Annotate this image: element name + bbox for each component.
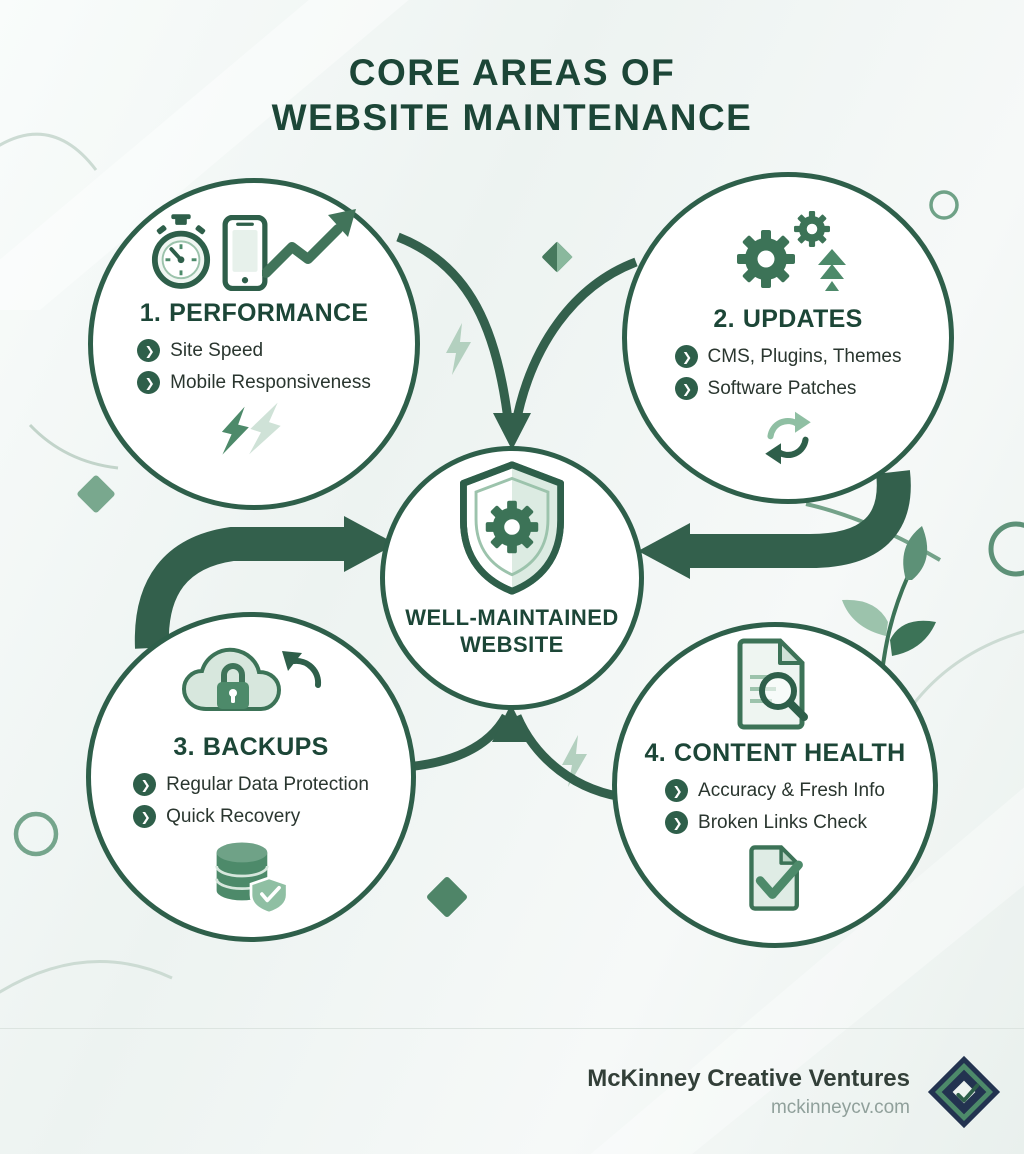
content-health-footer-icon — [746, 844, 804, 917]
decor-curve — [0, 960, 173, 994]
shield-gear-icon — [460, 461, 564, 595]
list-item-text: Site Speed — [170, 339, 264, 361]
performance-icons — [150, 207, 358, 291]
chevron-bullet-icon: ❯ — [137, 371, 161, 394]
center-label-line-2: WEBSITE — [460, 631, 564, 657]
chevron-bullet-icon: ❯ — [665, 811, 689, 834]
list-item: ❯ Mobile Responsiveness — [137, 371, 371, 394]
database-shield-icon — [215, 842, 289, 915]
list-item: ❯ Accuracy & Fresh Info — [665, 779, 885, 802]
chevron-bullet-icon: ❯ — [133, 773, 157, 796]
list-item: ❯ Quick Recovery — [133, 805, 300, 828]
content-health-number: 4. — [644, 739, 666, 767]
content-health-title: 4.CONTENT HEALTH — [645, 739, 906, 768]
content-health-node: 4.CONTENT HEALTH ❯ Accuracy & Fresh Info… — [612, 622, 938, 948]
stopwatch-icon — [151, 214, 211, 289]
smartphone-icon — [222, 215, 268, 291]
document-check-icon — [749, 845, 803, 911]
restore-arrow-icon — [282, 651, 322, 688]
performance-label: PERFORMANCE — [169, 299, 369, 327]
backups-number: 3. — [173, 733, 195, 761]
list-item: ❯ Site Speed — [137, 339, 263, 362]
content-health-list: ❯ Accuracy & Fresh Info ❯ Broken Links C… — [665, 779, 885, 834]
lightning-bolt-icon — [221, 406, 249, 455]
updates-number: 2. — [713, 305, 735, 333]
chevron-bullet-icon: ❯ — [133, 805, 157, 828]
page-title: CORE AREAS OF WEBSITE MAINTENANCE — [0, 50, 1024, 140]
list-item-text: Quick Recovery — [166, 805, 301, 827]
updates-footer-icon — [759, 410, 817, 471]
gears-icon — [737, 211, 846, 291]
decor-ring — [929, 190, 959, 220]
list-item-text: Regular Data Protection — [166, 773, 369, 795]
content-health-icons — [732, 637, 818, 731]
decor-ring — [13, 811, 59, 857]
company-logo-icon — [927, 1055, 1001, 1129]
list-item: ❯ Software Patches — [674, 377, 857, 400]
lightning-bolts-icon — [218, 400, 290, 458]
decor-diamond — [427, 877, 467, 917]
decor-diamond — [542, 241, 573, 273]
list-item: ❯ CMS, Plugins, Themes — [674, 345, 902, 368]
performance-list: ❯ Site Speed ❯ Mobile Responsiveness — [137, 339, 371, 394]
updates-icons — [724, 205, 852, 297]
footer-text: McKinney Creative Ventures mckinneycv.co… — [587, 1065, 910, 1119]
list-item-text: CMS, Plugins, Themes — [707, 345, 902, 367]
list-item: ❯ Regular Data Protection — [133, 773, 369, 796]
upgrade-arrows-icon — [818, 249, 846, 291]
growth-arrow-icon — [262, 209, 356, 278]
backups-list: ❯ Regular Data Protection ❯ Quick Recove… — [133, 773, 369, 828]
performance-number: 1. — [139, 299, 162, 327]
updates-title: 2.UPDATES — [713, 305, 862, 334]
center-label-line-1: WELL-MAINTAINED — [405, 605, 619, 630]
title-line-2: WEBSITE MAINTENANCE — [271, 97, 753, 139]
chevron-bullet-icon: ❯ — [137, 339, 161, 362]
list-item-text: Accuracy & Fresh Info — [698, 779, 885, 801]
chevron-bullet-icon: ❯ — [674, 345, 698, 368]
backups-node: 3.BACKUPS ❯ Regular Data Protection ❯ Qu… — [86, 612, 416, 942]
list-item-text: Broken Links Check — [698, 811, 868, 833]
lightning-bolt-outline-icon — [249, 402, 281, 455]
backups-footer-icon — [209, 838, 293, 919]
decor-curve — [0, 132, 98, 171]
cloud-lock-icon — [181, 647, 322, 711]
decor-curve — [910, 629, 1024, 707]
company-name: McKinney Creative Ventures — [587, 1065, 910, 1092]
title-line-1: CORE AREAS OF — [348, 52, 676, 93]
backups-label: BACKUPS — [202, 733, 329, 761]
decor-ring — [988, 521, 1024, 577]
footer-divider — [0, 1028, 1024, 1029]
updates-list: ❯ CMS, Plugins, Themes ❯ Software Patche… — [674, 345, 902, 400]
decor-diamond — [77, 475, 115, 513]
list-item: ❯ Broken Links Check — [665, 811, 867, 834]
document-magnifier-icon — [737, 638, 808, 730]
sync-arrows-icon — [765, 411, 811, 465]
updates-label: UPDATES — [742, 305, 863, 333]
list-item-text: Mobile Responsiveness — [170, 371, 371, 393]
decor-curve — [28, 423, 119, 470]
content-health-label: CONTENT HEALTH — [673, 739, 906, 767]
list-item-text: Software Patches — [707, 377, 857, 399]
backups-icons — [176, 637, 326, 725]
lightning-bolt-decor-icon — [446, 323, 471, 375]
center-node: WELL-MAINTAINED WEBSITE — [380, 446, 644, 710]
performance-node: 1.PERFORMANCE ❯ Site Speed ❯ Mobile Resp… — [88, 178, 420, 510]
performance-title: 1.PERFORMANCE — [140, 299, 369, 328]
center-label: WELL-MAINTAINED WEBSITE — [405, 605, 619, 659]
arrowheads — [344, 413, 690, 742]
chevron-bullet-icon: ❯ — [674, 377, 698, 400]
lightning-bolt-decor-icon — [562, 735, 587, 787]
backups-title: 3.BACKUPS — [173, 733, 328, 762]
updates-node: 2.UPDATES ❯ CMS, Plugins, Themes ❯ Softw… — [622, 172, 954, 504]
footer: McKinney Creative Ventures mckinneycv.co… — [587, 1054, 1002, 1130]
chevron-bullet-icon: ❯ — [665, 779, 689, 802]
website-url: mckinneycv.com — [770, 1097, 910, 1118]
